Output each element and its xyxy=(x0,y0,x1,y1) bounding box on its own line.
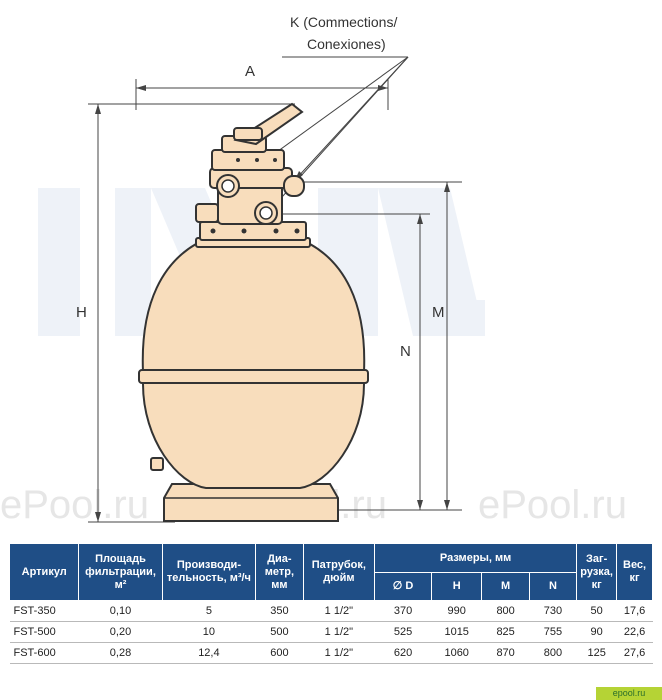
callout-k-line2: Conexiones) xyxy=(307,36,386,52)
cell-capacity: 12,4 xyxy=(162,642,256,664)
corner-logo: epool.ru xyxy=(596,687,662,700)
col-area: Площадь фильтрации, м² xyxy=(78,543,163,601)
specs-table: Артикул Площадь фильтрации, м² Производи… xyxy=(8,543,653,664)
cell-area: 0,20 xyxy=(78,621,163,643)
cell-n: 730 xyxy=(529,600,577,622)
cell-outlet: 1 1/2" xyxy=(303,642,375,664)
col-size-h: H xyxy=(430,572,483,601)
cell-outlet: 1 1/2" xyxy=(303,621,375,643)
cell-m: 870 xyxy=(481,642,530,664)
label-n: N xyxy=(400,343,411,360)
cell-area: 0,28 xyxy=(78,642,163,664)
cell-outlet: 1 1/2" xyxy=(303,600,375,622)
dimension-m xyxy=(304,181,462,511)
dimension-h xyxy=(88,103,295,523)
cell-diameter: 500 xyxy=(255,621,304,643)
cell-h: 990 xyxy=(431,600,482,622)
table-row: FST-350 0,10 5 350 1 1/2" 370 990 800 73… xyxy=(9,600,653,622)
cell-h: 1015 xyxy=(431,621,482,643)
cell-article: FST-500 xyxy=(9,621,79,643)
cell-capacity: 5 xyxy=(162,600,256,622)
cell-article: FST-600 xyxy=(9,642,79,664)
multiport-valve xyxy=(195,102,305,225)
watermark-right: ePool.ru xyxy=(478,483,627,527)
col-outlet: Патрубок, дюйм xyxy=(302,543,376,601)
col-capacity: Производи-тельность, м³/ч xyxy=(161,543,257,601)
tank-lower-shell xyxy=(142,379,365,489)
cell-article: FST-350 xyxy=(9,600,79,622)
table-subheader-row: ∅ D H M N xyxy=(10,572,653,601)
cell-d: 525 xyxy=(374,621,432,643)
col-article: Артикул xyxy=(8,543,80,601)
filter-drawing: ePool.ru ePool.ru ePool.ru A H M N K (Co… xyxy=(0,14,627,527)
cell-weight: 22,6 xyxy=(616,621,653,643)
cell-m: 800 xyxy=(481,600,530,622)
dimension-n xyxy=(275,213,430,510)
table-row: FST-600 0,28 12,4 600 1 1/2" 620 1060 87… xyxy=(9,642,653,664)
cell-m: 825 xyxy=(481,621,530,643)
cell-n: 800 xyxy=(529,642,577,664)
filter-diagram: ePool.ru ePool.ru ePool.ru A H M N K (Co… xyxy=(0,14,627,527)
callout-k-line1: K (Commections/ xyxy=(290,14,397,30)
cell-area: 0,10 xyxy=(78,600,163,622)
cell-d: 370 xyxy=(374,600,432,622)
filter-tank xyxy=(138,221,369,522)
cell-h: 1060 xyxy=(431,642,482,664)
cell-n: 755 xyxy=(529,621,577,643)
cell-weight: 27,6 xyxy=(616,642,653,664)
label-a: A xyxy=(245,63,255,80)
tank-belt xyxy=(138,369,369,384)
table-row: FST-500 0,20 10 500 1 1/2" 525 1015 825 … xyxy=(9,621,653,643)
col-load: Заг-рузка, кг xyxy=(576,543,618,601)
label-m: M xyxy=(432,304,445,321)
dimension-a xyxy=(135,79,389,110)
col-weight: Вес, кг xyxy=(616,543,653,601)
tank-base xyxy=(163,483,339,522)
col-diameter: Диа-метр, мм xyxy=(255,543,304,601)
cell-capacity: 10 xyxy=(162,621,256,643)
tank-upper-dome xyxy=(141,243,366,373)
col-size-m: M xyxy=(481,572,530,601)
watermark-left: ePool.ru xyxy=(0,483,149,527)
cell-load: 125 xyxy=(576,642,617,664)
table-header-row: Артикул Площадь фильтрации, м² Производи… xyxy=(8,543,653,601)
cell-diameter: 350 xyxy=(255,600,304,622)
cell-load: 90 xyxy=(576,621,617,643)
col-sizes: Размеры, мм xyxy=(374,543,578,573)
cell-weight: 17,6 xyxy=(616,600,653,622)
cell-diameter: 600 xyxy=(255,642,304,664)
col-size-n: N xyxy=(528,572,578,601)
col-size-d: ∅ D xyxy=(374,572,432,601)
cell-load: 50 xyxy=(576,600,617,622)
label-h: H xyxy=(76,304,87,321)
cell-d: 620 xyxy=(374,642,432,664)
drain-plug xyxy=(150,457,164,471)
